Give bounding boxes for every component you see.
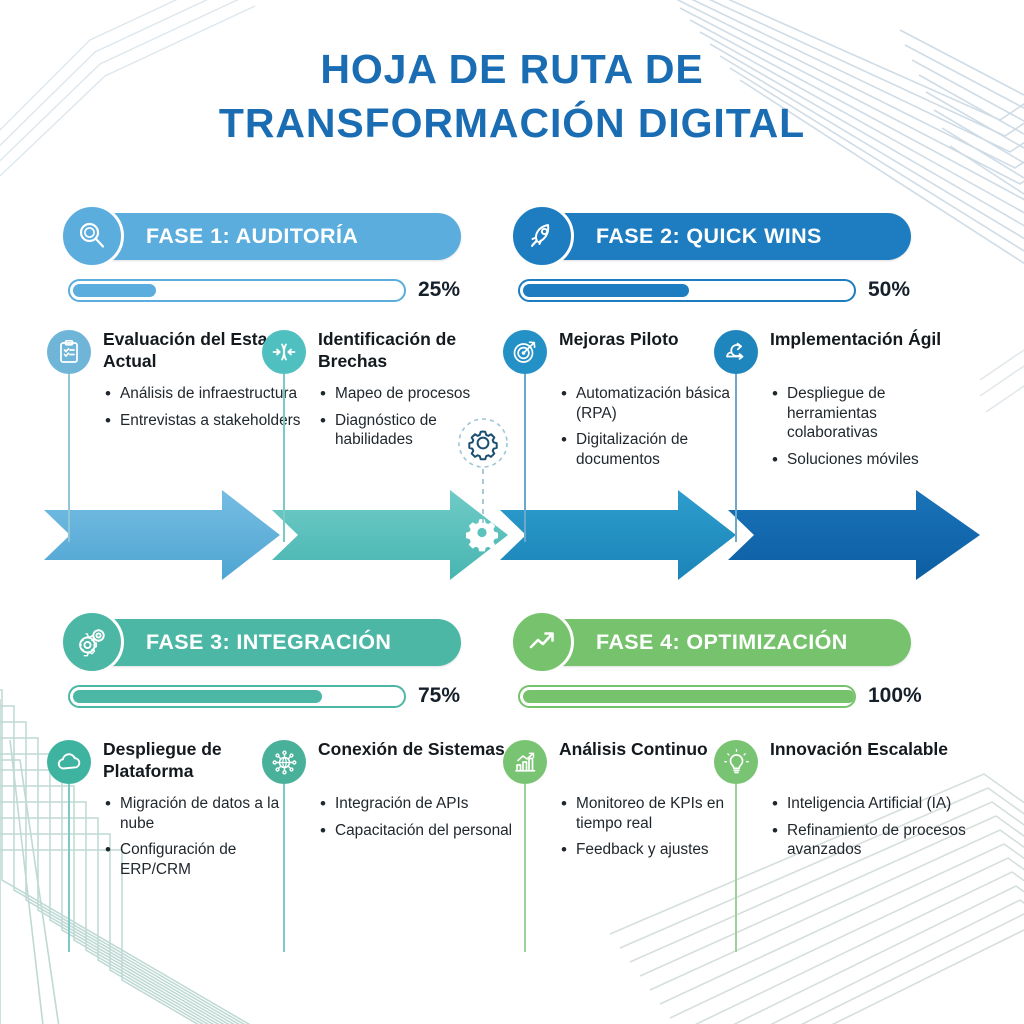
item-bullet-list: Monitoreo de KPIs en tiempo real Feedbac… [559, 793, 759, 867]
bullet: Refinamiento de procesos avanzados [770, 820, 970, 860]
progress-fill-fase-4 [523, 689, 854, 703]
progress-fill-fase-3 [73, 689, 322, 703]
target-dart-icon [503, 330, 547, 374]
item-bullet-list: Despliegue de herramientas colaborativas… [770, 383, 970, 476]
rocket-icon [510, 204, 574, 268]
phase-header-fase-3[interactable]: FASE 3: INTEGRACIÓN [60, 610, 461, 674]
phase-pill-fase-3[interactable]: FASE 3: INTEGRACIÓN [60, 610, 461, 674]
bullet: Entrevistas a stakeholders [103, 410, 303, 431]
bullet: Migración de datos a la nube [103, 793, 303, 833]
bar-chart-trend-icon [503, 740, 547, 784]
item-bullet-list: Automatización básica (RPA) Digitalizaci… [559, 383, 759, 476]
item-bullet-list: Análisis de infraestructura Entrevistas … [103, 383, 303, 437]
progress-track-fase-1 [68, 278, 406, 302]
item-stem [283, 374, 285, 542]
item-stem [283, 784, 285, 952]
item-bullet-list: Mapeo de procesos Diagnóstico de habilid… [318, 383, 518, 457]
decor-mid-right [979, 349, 1024, 413]
bullet: Feedback y ajustes [559, 839, 759, 860]
item-title: Identificación de Brechas [318, 329, 457, 372]
trend-up-icon [510, 610, 574, 674]
progress-track-fase-4 [518, 684, 856, 708]
progress-label-fase-3: 75% [418, 684, 461, 707]
bullet: Configuración de ERP/CRM [103, 839, 303, 879]
clipboard-checklist-icon [47, 330, 91, 374]
bullet: Análisis de infraestructura [103, 383, 303, 404]
timeline-arrow-4 [728, 490, 980, 580]
bullet: Mapeo de procesos [318, 383, 518, 404]
item-bullet-list: Integración de APIs Capacitación del per… [318, 793, 518, 847]
item-bullet-list: Migración de datos a la nube Configuraci… [103, 793, 303, 886]
item-title: Mejoras Piloto [559, 329, 679, 349]
bullet: Diagnóstico de habilidades [318, 410, 518, 450]
gears-icon [60, 610, 124, 674]
item-stem [524, 374, 526, 542]
phase-header-fase-1[interactable]: FASE 1: AUDITORÍA [60, 204, 461, 268]
progress-track-fase-3 [68, 684, 406, 708]
magnifier-icon [60, 204, 124, 268]
progress-row-fase-1: 25% [68, 278, 460, 302]
progress-row-fase-2: 50% [518, 278, 910, 302]
phase-pill-fase-4[interactable]: FASE 4: OPTIMIZACIÓN [510, 610, 911, 674]
title-line-2: TRANSFORMACIÓN DIGITAL [218, 100, 806, 147]
gear-callout [455, 415, 515, 550]
bullet: Capacitación del personal [318, 820, 518, 841]
agile-cycle-icon [714, 330, 758, 374]
phase-pill-fase-2[interactable]: FASE 2: QUICK WINS [510, 204, 911, 268]
item-stem [524, 784, 526, 952]
network-hub-icon [262, 740, 306, 784]
progress-fill-fase-1 [73, 283, 156, 297]
bullet: Integración de APIs [318, 793, 518, 814]
timeline-arrow-1 [44, 490, 280, 580]
phase-pill-fase-1[interactable]: FASE 1: AUDITORÍA [60, 204, 461, 268]
item-title: Innovación Escalable [770, 739, 948, 759]
bullet: Monitoreo de KPIs en tiempo real [559, 793, 759, 833]
bullet: Soluciones móviles [770, 449, 970, 470]
bullet: Inteligencia Artificial (IA) [770, 793, 970, 814]
item-stem [68, 374, 70, 542]
title-line-1: HOJA DE RUTA DE [320, 46, 704, 92]
phase-header-fase-2[interactable]: FASE 2: QUICK WINS [510, 204, 911, 268]
phase-label-fase-3: FASE 3: INTEGRACIÓN [146, 630, 392, 654]
gap-arrows-icon [262, 330, 306, 374]
progress-label-fase-4: 100% [868, 684, 922, 707]
lightbulb-icon [714, 740, 758, 784]
page-title: HOJA DE RUTA DE TRANSFORMACIÓN DIGITAL [0, 42, 1024, 150]
timeline-arrow-2 [272, 490, 508, 580]
item-title: Implementación Ágil [770, 329, 942, 349]
bullet: Despliegue de herramientas colaborativas [770, 383, 970, 443]
progress-label-fase-2: 50% [868, 278, 911, 301]
item-title: Conexión de Sistemas [318, 739, 505, 759]
phase-label-fase-4: FASE 4: OPTIMIZACIÓN [596, 630, 848, 654]
item-bullet-list: Inteligencia Artificial (IA) Refinamient… [770, 793, 970, 867]
progress-label-fase-1: 25% [418, 278, 461, 301]
item-title: Evaluación del Estado Actual [103, 329, 289, 372]
progress-fill-fase-2 [523, 283, 689, 297]
gear-icon [466, 519, 498, 552]
progress-track-fase-2 [518, 278, 856, 302]
progress-row-fase-4: 100% [518, 684, 922, 708]
bullet: Digitalización de documentos [559, 429, 759, 469]
progress-arrow-band [44, 490, 980, 580]
item-stem [735, 374, 737, 542]
cloud-icon [47, 740, 91, 784]
item-stem [735, 784, 737, 952]
item-title: Análisis Continuo [559, 739, 708, 759]
bullet: Automatización básica (RPA) [559, 383, 759, 423]
timeline-arrow-3 [500, 490, 736, 580]
item-stem [68, 784, 70, 952]
phase-label-fase-2: FASE 2: QUICK WINS [596, 224, 822, 248]
phase-label-fase-1: FASE 1: AUDITORÍA [146, 224, 359, 248]
phase-header-fase-4[interactable]: FASE 4: OPTIMIZACIÓN [510, 610, 911, 674]
progress-row-fase-3: 75% [68, 684, 460, 708]
